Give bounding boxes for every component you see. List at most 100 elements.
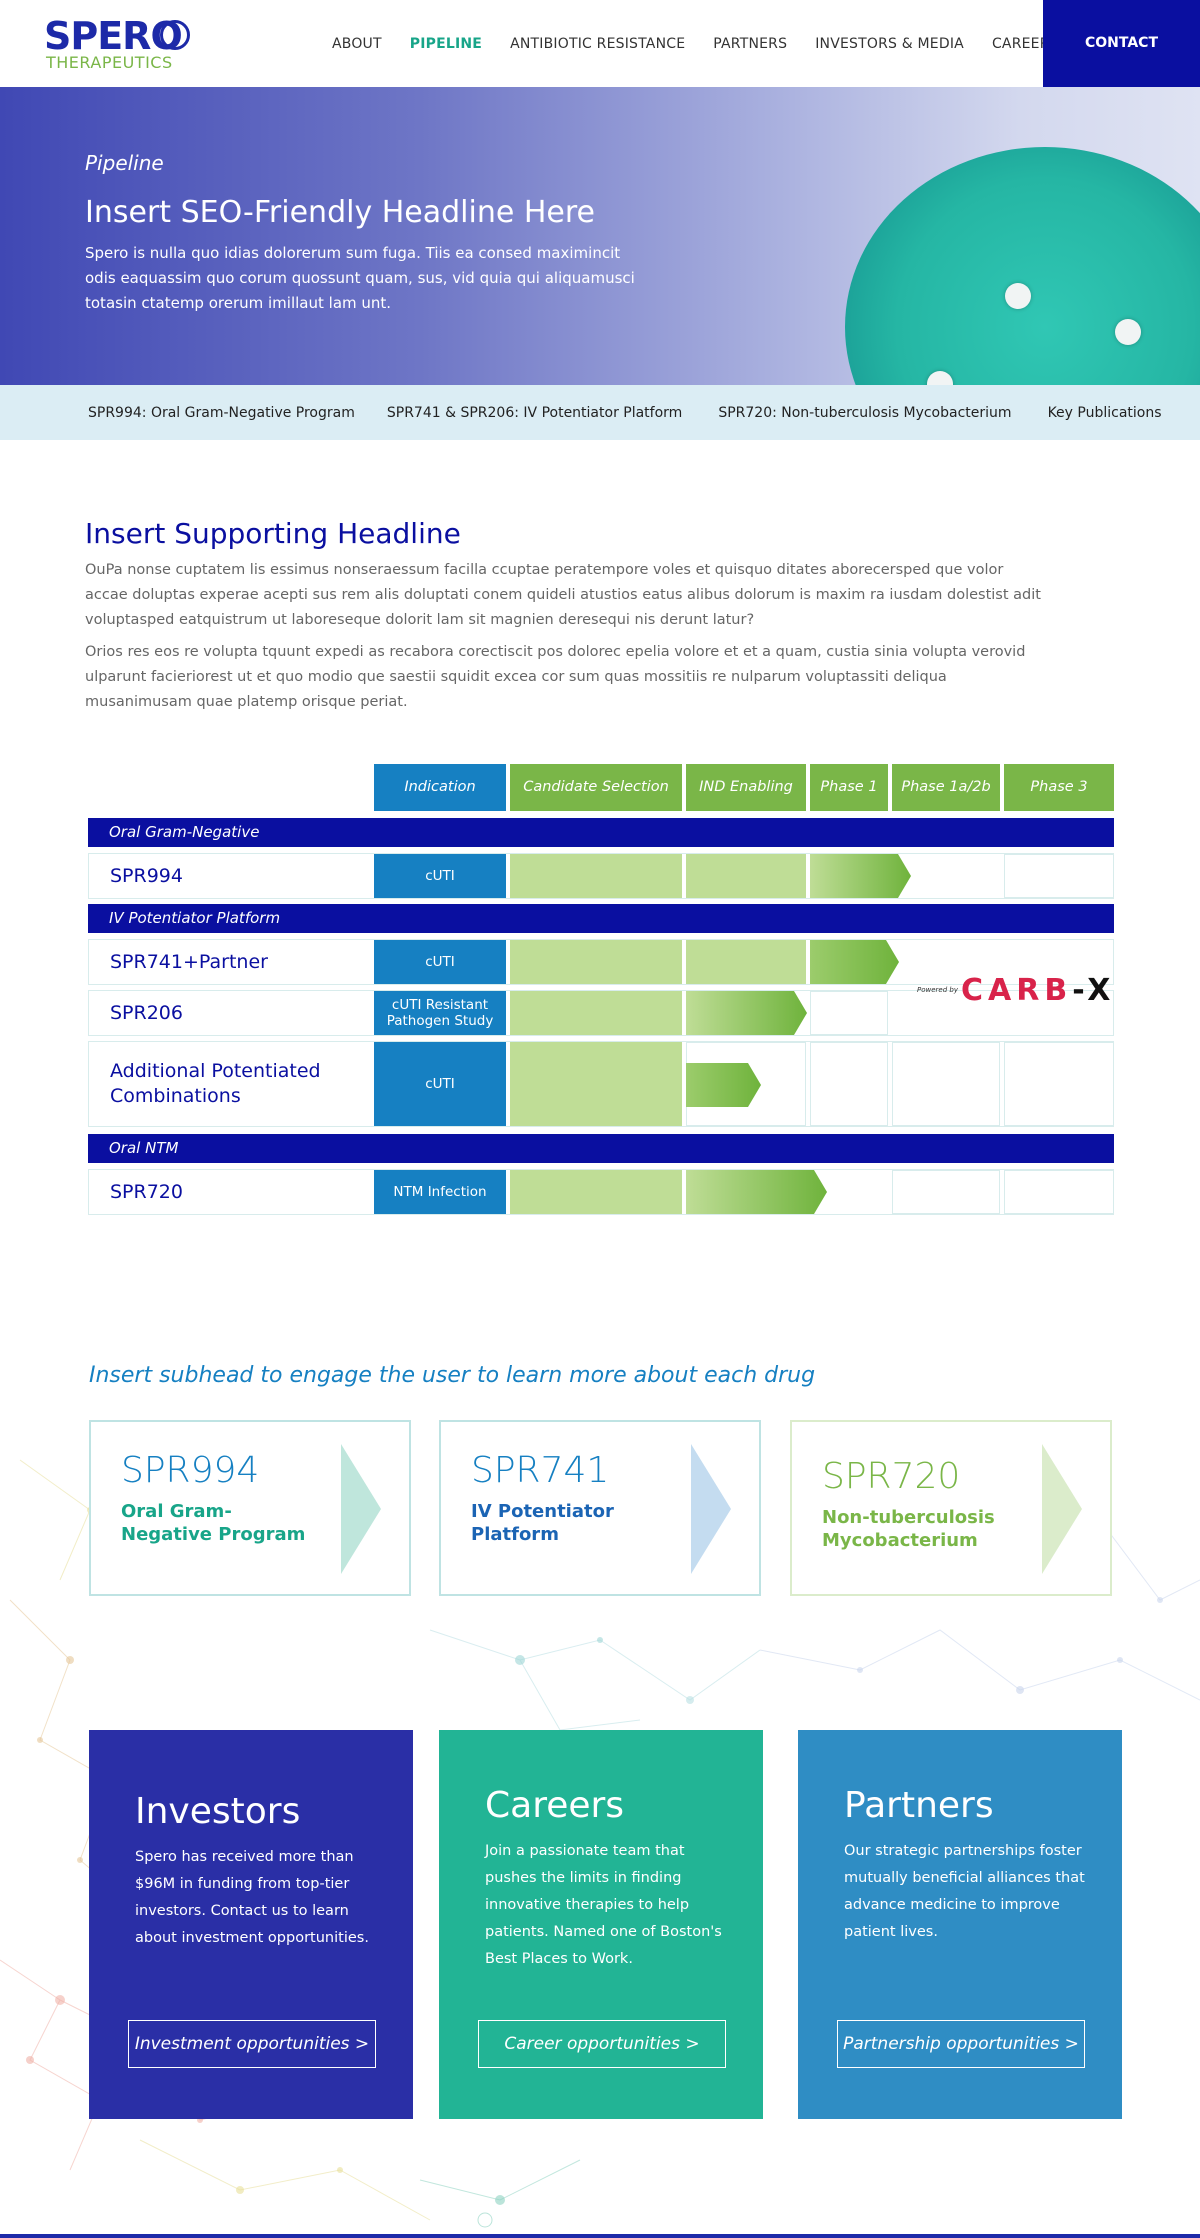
empty-cell [892, 1042, 1000, 1126]
progress-cell [686, 940, 806, 984]
empty-cell [1004, 1170, 1114, 1214]
progress-arrow [686, 1063, 761, 1107]
row-name-spr741: SPR741+Partner [110, 951, 268, 973]
spero-logo[interactable]: SPERO THERAPEUTICS [44, 14, 190, 72]
progress-cell [510, 854, 682, 898]
progress-arrow [686, 991, 807, 1035]
progress-cell [510, 1042, 682, 1126]
nav-antibiotic-resistance[interactable]: ANTIBIOTIC RESISTANCE [510, 35, 686, 52]
card-title: Careers [485, 1785, 625, 1826]
hero-eyebrow: Pipeline [85, 151, 164, 175]
drug-name: IV Potentiator Platform [471, 1501, 614, 1545]
progress-cell [510, 940, 682, 984]
nav-pipeline[interactable]: PIPELINE [409, 35, 483, 52]
career-opportunities-button[interactable]: Career opportunities > [478, 2020, 726, 2068]
investment-opportunities-button[interactable]: Investment opportunities > [128, 2020, 376, 2068]
subnav-spr720[interactable]: SPR720: Non-tuberculosis Mycobacterium [718, 404, 1012, 421]
partners-card: Partners Our strategic partnerships fost… [798, 1730, 1122, 2119]
hero-headline: Insert SEO-Friendly Headline Here [85, 195, 595, 230]
card-title: Investors [135, 1791, 301, 1832]
header-phase-1: Phase 1 [810, 764, 888, 811]
indication-cell: cUTI [374, 854, 506, 898]
empty-cell [810, 1042, 888, 1126]
carb-x-wordmark-b: -X [1072, 973, 1116, 1008]
progress-arrow [686, 1170, 827, 1214]
powered-by-label: Powered by [917, 986, 958, 994]
supporting-headline: Insert Supporting Headline [85, 517, 461, 550]
antibiotic-disc [1005, 283, 1031, 309]
card-title: Partners [844, 1785, 994, 1826]
card-body: Our strategic partnerships foster mutual… [844, 1843, 1085, 1940]
pipeline-row [88, 990, 1114, 1036]
carb-x-wordmark-a: CARB [961, 973, 1073, 1008]
partnership-opportunities-button[interactable]: Partnership opportunities > [837, 2020, 1085, 2068]
progress-cell [510, 1170, 682, 1214]
logo-wordmark: SPERO [44, 14, 183, 58]
subnav-key-publications[interactable]: Key Publications [1047, 404, 1162, 421]
drug-code: SPR994 [121, 1450, 260, 1491]
hero-body: Spero is nulla quo idias dolorerum sum f… [85, 244, 635, 312]
header-phase-1a2b: Phase 1a/2b [892, 764, 1000, 811]
carb-x-logo: Powered by CARB-X [917, 974, 1110, 1010]
card-body: Spero has received more than $96M in fun… [135, 1849, 369, 1946]
card-body: Join a passionate team that pushes the l… [485, 1843, 722, 1967]
drugs-subhead: Insert subhead to engage the user to lea… [89, 1363, 816, 1388]
nav-careers[interactable]: CAREERS [991, 35, 1059, 52]
row-name-additional-combinations: Additional Potentiated Combinations [110, 1060, 321, 1107]
antibiotic-disc [1115, 319, 1141, 345]
careers-card: Careers Join a passionate team that push… [439, 1730, 763, 2119]
site-header: SPERO THERAPEUTICS ABOUT PIPELINE ANTIBI… [0, 0, 1200, 87]
nav-about[interactable]: ABOUT [332, 35, 382, 52]
empty-cell [1004, 854, 1114, 898]
footer-edge [0, 2234, 1200, 2238]
indication-cell: cUTI [374, 940, 506, 984]
indication-cell: NTM Infection [374, 1170, 506, 1214]
drug-card-spr720[interactable]: SPR720 Non-tuberculosis Mycobacterium [790, 1420, 1112, 1596]
row-name-spr994: SPR994 [110, 865, 183, 887]
section-oral-ntm: Oral NTM [88, 1134, 1114, 1163]
section-oral-gram-negative: Oral Gram-Negative [88, 818, 1114, 847]
indication-cell: cUTI Resistant Pathogen Study [374, 991, 506, 1035]
chevron-right-icon [341, 1444, 381, 1574]
hero-banner: Pipeline Insert SEO-Friendly Headline He… [0, 87, 1200, 385]
progress-arrow [810, 940, 899, 984]
pipeline-row [88, 939, 1114, 985]
header-ind-enabling: IND Enabling [686, 764, 806, 811]
drug-card-spr741[interactable]: SPR741 IV Potentiator Platform [439, 1420, 761, 1596]
chevron-right-icon [691, 1444, 731, 1574]
logo-globe-icon [160, 20, 190, 50]
subnav-spr741-spr206[interactable]: SPR741 & SPR206: IV Potentiator Platform [386, 404, 683, 421]
drug-code: SPR720 [822, 1456, 961, 1497]
empty-cell [1004, 1042, 1114, 1126]
pipeline-subnav: SPR994: Oral Gram-Negative Program SPR74… [0, 385, 1200, 440]
row-name-spr206: SPR206 [110, 1002, 183, 1024]
pipeline-chart: Indication Candidate Selection IND Enabl… [88, 764, 1114, 1215]
subnav-spr994[interactable]: SPR994: Oral Gram-Negative Program [88, 404, 355, 421]
chevron-right-icon [1042, 1444, 1082, 1574]
drug-name: Non-tuberculosis Mycobacterium [822, 1507, 995, 1551]
progress-cell [510, 991, 682, 1035]
drug-name: Oral Gram-Negative Program [121, 1501, 306, 1545]
investors-card: Investors Spero has received more than $… [89, 1730, 413, 2119]
carb-x-wordmark: CARB-X [961, 974, 1115, 1008]
intro-paragraph-1: OuPa nonse cuptatem lis essimus nonserae… [85, 562, 1041, 628]
contact-button[interactable]: CONTACT [1043, 0, 1200, 87]
antibiotic-disc [927, 371, 953, 385]
indication-cell: cUTI [374, 1042, 506, 1126]
progress-cell [686, 854, 806, 898]
drug-card-spr994[interactable]: SPR994 Oral Gram-Negative Program [89, 1420, 411, 1596]
row-name-spr720: SPR720 [110, 1181, 183, 1203]
nav-investors-media[interactable]: INVESTORS & MEDIA [815, 35, 964, 52]
intro-paragraph-2: Orios res eos re volupta tquunt expedi a… [85, 644, 1026, 710]
header-indication: Indication [374, 764, 506, 811]
empty-cell [892, 1170, 1000, 1214]
progress-arrow [810, 854, 911, 898]
empty-cell [810, 991, 888, 1035]
main-nav: ABOUT PIPELINE ANTIBIOTIC RESISTANCE PAR… [332, 0, 1087, 87]
header-phase-3: Phase 3 [1004, 764, 1114, 811]
drug-code: SPR741 [471, 1450, 610, 1491]
section-iv-potentiator: IV Potentiator Platform [88, 904, 1114, 933]
header-candidate-selection: Candidate Selection [510, 764, 682, 811]
nav-partners[interactable]: PARTNERS [713, 35, 788, 52]
